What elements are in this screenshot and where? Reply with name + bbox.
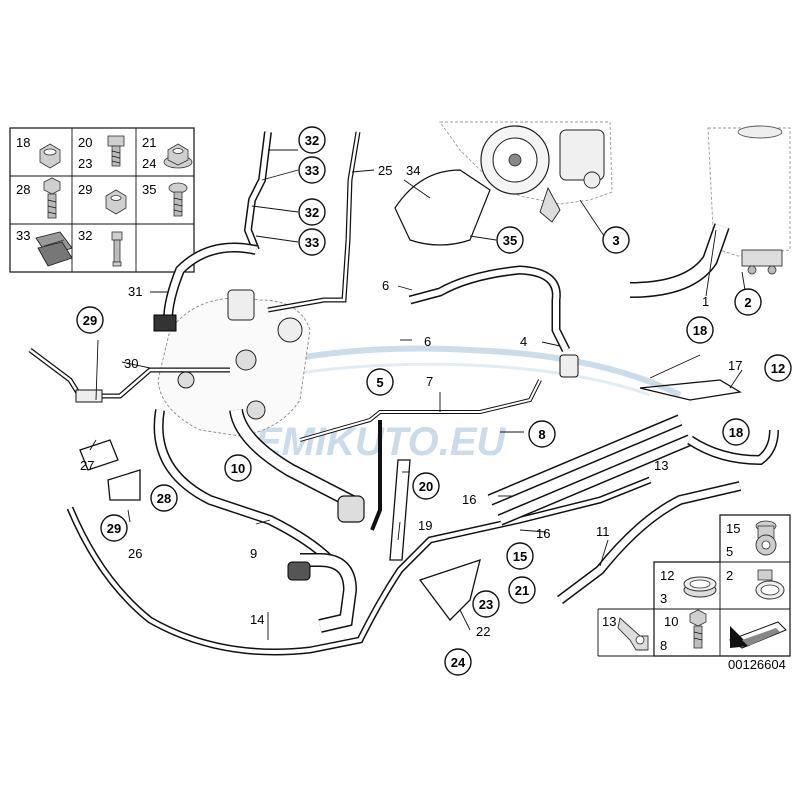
callout-29: 29 xyxy=(107,521,121,536)
diagram-id: 00126604 xyxy=(728,657,786,672)
callout-10: 10 xyxy=(231,461,245,476)
callout-9: 9 xyxy=(250,546,257,561)
legend-label-33: 33 xyxy=(16,228,30,243)
callout-17: 17 xyxy=(728,358,742,373)
hose-clamp-icon xyxy=(683,576,717,598)
legend-label-12: 12 xyxy=(660,568,674,583)
leader-lines xyxy=(89,149,747,640)
callout-20: 20 xyxy=(419,479,433,494)
callout-22: 22 xyxy=(476,624,490,639)
callout-32: 32 xyxy=(305,133,319,148)
callout-23: 23 xyxy=(479,597,493,612)
legend-label-29: 29 xyxy=(78,182,92,197)
callout-21: 21 xyxy=(515,583,529,598)
callout-26: 26 xyxy=(128,546,142,561)
callout-4: 4 xyxy=(520,334,527,349)
legend-label-13: 13 xyxy=(602,614,616,629)
legend-label-23: 23 xyxy=(78,156,92,171)
legend-label-3: 3 xyxy=(660,591,667,606)
callout-35: 35 xyxy=(503,233,517,248)
hardware-legend: 18 20 23 21 24 28 29 35 33 32 xyxy=(9,127,195,273)
callout-16: 16 xyxy=(462,492,476,507)
legend-label-10: 10 xyxy=(664,614,678,629)
legend-label-35: 35 xyxy=(142,182,156,197)
callout-28: 28 xyxy=(157,491,171,506)
callout-18: 18 xyxy=(729,425,743,440)
callout-31: 31 xyxy=(128,284,142,299)
legend-label-24: 24 xyxy=(142,156,156,171)
callout-8: 8 xyxy=(538,427,545,442)
clip-icon xyxy=(617,617,649,651)
detail-legend: 15 5 12 3 2 13 8 10 xyxy=(597,514,791,657)
callout-34: 34 xyxy=(406,163,420,178)
callout-14: 14 xyxy=(250,612,264,627)
banjo-bolt-icon xyxy=(755,520,777,556)
legend-label-18: 18 xyxy=(16,135,30,150)
callout-11: 11 xyxy=(596,524,610,539)
callout-7: 7 xyxy=(426,374,433,389)
flange-screw-icon xyxy=(168,182,188,217)
callout-12: 12 xyxy=(771,361,785,376)
callout-13: 13 xyxy=(654,458,668,473)
callout-24: 24 xyxy=(451,655,466,670)
flange-bolt-icon xyxy=(107,135,125,167)
callout-3: 3 xyxy=(612,233,619,248)
callout-15: 15 xyxy=(513,549,527,564)
callout-19: 19 xyxy=(418,518,432,533)
grommet-icon xyxy=(35,231,73,267)
callout-27: 27 xyxy=(80,458,94,473)
reservoir-illustration xyxy=(707,125,791,275)
callout-33: 33 xyxy=(305,235,319,250)
legend-label-15: 15 xyxy=(726,521,740,536)
callouts: 32 33 32 33 25 34 35 3 1 2 31 6 6 18 29 … xyxy=(76,126,792,676)
legend-label-2: 2 xyxy=(726,568,733,583)
steering-pump-illustration xyxy=(439,121,613,223)
hex-nut-icon xyxy=(39,143,61,169)
flange-nut-icon xyxy=(163,143,193,169)
legend-label-5: 5 xyxy=(726,544,733,559)
callout-1: 1 xyxy=(702,294,709,309)
pin-icon xyxy=(111,231,123,267)
legend-label-20: 20 xyxy=(78,135,92,150)
legend-label-8: 8 xyxy=(660,638,667,653)
callout-32: 32 xyxy=(305,205,319,220)
callout-30: 30 xyxy=(124,356,138,371)
callout-29: 29 xyxy=(83,313,97,328)
bolt-icon xyxy=(689,609,707,649)
legend-label-32: 32 xyxy=(78,228,92,243)
callout-33: 33 xyxy=(305,163,319,178)
callout-6: 6 xyxy=(424,334,431,349)
callout-5: 5 xyxy=(376,375,383,390)
hex-nut-icon xyxy=(105,189,127,215)
legend-label-28: 28 xyxy=(16,182,30,197)
hex-bolt-icon xyxy=(43,177,61,219)
worm-clamp-icon xyxy=(755,569,785,600)
callout-6: 6 xyxy=(382,278,389,293)
callout-2: 2 xyxy=(744,295,751,310)
legend-label-21: 21 xyxy=(142,135,156,150)
direction-arrow-icon xyxy=(728,621,787,649)
callout-16: 16 xyxy=(536,526,550,541)
callout-25: 25 xyxy=(378,163,392,178)
steering-gear-illustration xyxy=(157,289,311,437)
callout-18: 18 xyxy=(693,323,707,338)
